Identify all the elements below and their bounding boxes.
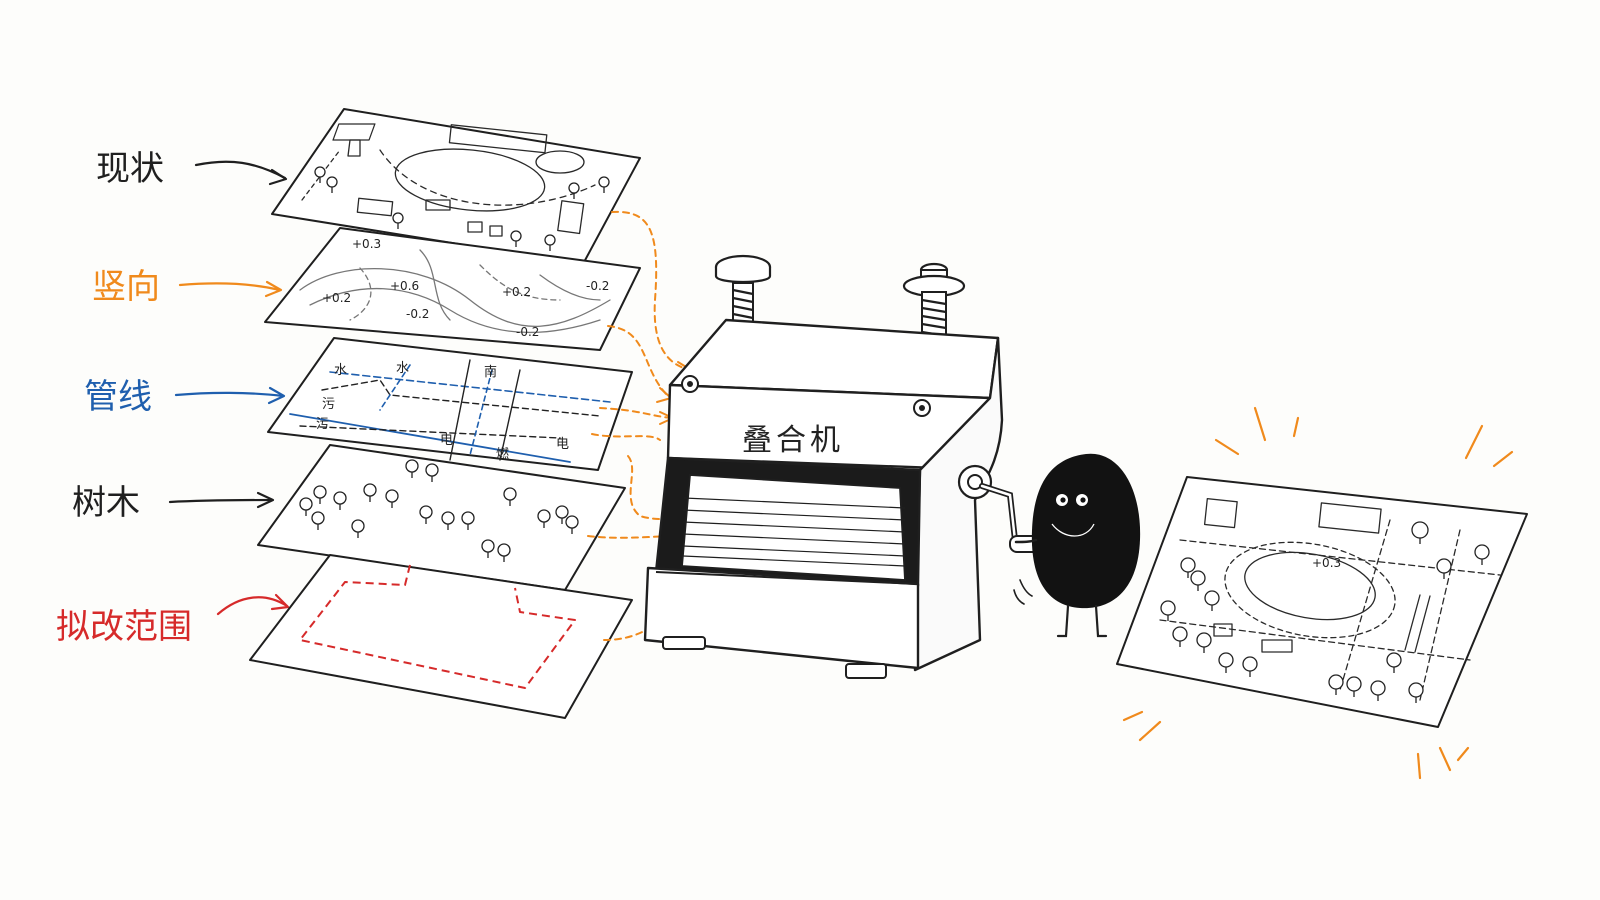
pipe-label-power: 电 [556,437,569,452]
sheet-scope [249,554,633,719]
pipe-label-water: 水 [396,361,409,376]
arrow-icon [168,491,275,509]
layer-labels: 现状 竖向 管线 树木 拟改范围 [56,149,192,647]
sheet-pipes: 水 水 南 污 污 电 燃 电 [267,337,633,471]
label-pipes: 管线 [84,377,152,417]
sheet-status [271,108,641,265]
elev-label: +0.2 [322,291,351,305]
machine-title: 叠合机 [742,423,844,458]
elev-label: +0.2 [502,285,531,299]
arrow-icon [178,280,283,298]
elev-label: +0.3 [352,237,381,251]
elev-label: -0.2 [586,279,609,293]
pipe-label-power: 电 [440,433,453,448]
pipe-label-sewage: 污 [322,397,335,412]
result-elev-label: +0.3 [1312,556,1341,570]
label-status: 现状 [96,149,164,189]
label-arrows [168,160,290,616]
elev-label: -0.2 [516,325,539,339]
arrow-icon [174,386,286,405]
tree-icon [1160,521,1490,703]
elev-label: +0.6 [390,279,419,293]
paper-stack [681,474,906,581]
sheet-trees [257,444,626,591]
result-sheet: +0.3 [1116,476,1528,728]
blob-character-icon [1013,453,1141,638]
sheet-vertical: +0.3 +0.6 +0.2 -0.2 -0.2 +0.2 -0.2 [264,227,641,351]
sparkle-icon [1122,406,1514,780]
arrow-icon [194,160,288,186]
pipe-label-water: 水 [334,363,347,378]
pipe-label-sewage: 污 [316,417,329,432]
label-trees: 树木 [72,483,140,523]
arrow-icon [216,593,290,616]
tree-icon [299,459,579,562]
tree-icon [314,166,610,251]
label-scope: 拟改范围 [56,607,192,647]
label-vertical: 竖向 [92,267,160,307]
pipe-label-gas: 燃 [496,446,509,462]
elev-label: -0.2 [406,307,429,321]
pipe-label-south: 南 [484,364,497,380]
overlay-machine: 叠合机 [643,254,1067,679]
